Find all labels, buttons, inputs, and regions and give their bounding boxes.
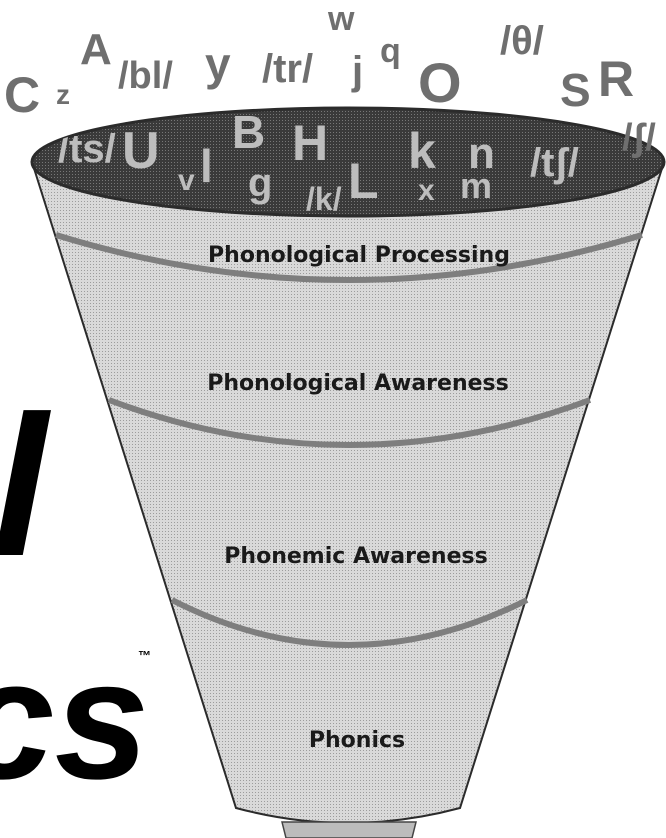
background-letter-l: l [0,375,51,598]
inner-symbol-g: g [248,161,272,205]
inner-symbol-U: U [122,122,160,180]
layer-label-phonemic-awareness: Phonemic Awareness [224,544,487,569]
rim-symbol-C: C [4,67,40,123]
rim-symbol-bl: /bl/ [118,55,173,97]
trademark-symbol: ™ [138,648,151,663]
rim-symbol-y: y [205,38,231,90]
rim-symbol-O: O [418,51,462,114]
inner-symbol-k-slash: /k/ [306,181,342,217]
rim-symbols: C z A /bl/ y /tr/ w j q O /θ/ S R [4,0,634,123]
layer-label-phonics: Phonics [309,728,405,753]
rim-symbol-z: z [56,79,70,110]
inner-symbol-H: H [292,115,328,171]
inner-symbol-v: v [178,164,195,197]
inner-symbol-B: B [232,106,265,158]
inner-symbol-k: k [408,123,436,179]
rim-symbol-sh: /ʃ/ [622,117,656,159]
funnel-spout [282,822,416,838]
rim-symbol-w: w [327,0,355,38]
layer-label-phonological-awareness: Phonological Awareness [207,371,508,396]
inner-symbol-m: m [460,165,492,206]
inner-symbol-ts: /ts/ [58,127,116,171]
rim-symbol-j: j [351,49,363,93]
inner-symbol-L: L [348,153,379,209]
inner-symbol-l: l [200,140,213,192]
background-letters-cs: cs [0,625,149,815]
layer-label-phonological-processing: Phonological Processing [208,243,510,268]
inner-symbol-x: x [418,174,435,207]
inner-symbol-tsh: /tʃ/ [530,141,579,185]
rim-symbol-q: q [380,32,401,70]
rim-symbol-R: R [598,51,634,107]
rim-symbol-theta: /θ/ [500,19,544,63]
rim-symbol-S: S [560,64,591,116]
rim-symbol-A: A [80,25,112,74]
rim-symbol-tr: /tr/ [262,47,313,91]
